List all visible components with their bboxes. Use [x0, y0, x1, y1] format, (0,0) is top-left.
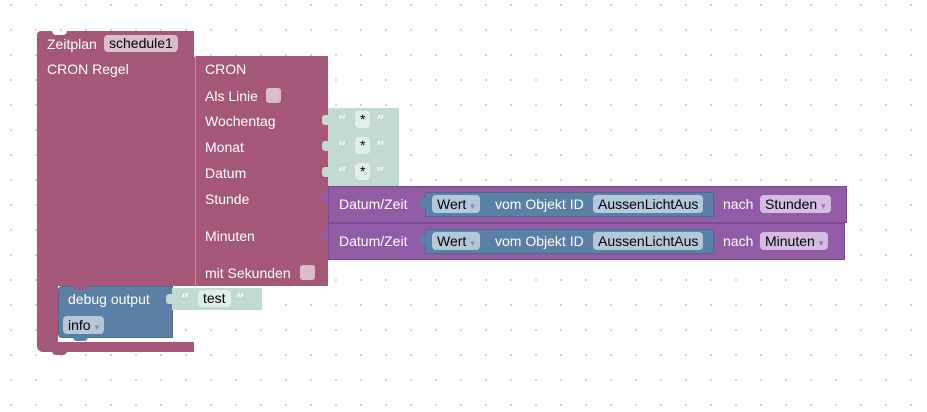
month-value-field[interactable]: *: [355, 137, 371, 154]
open-quote-icon: “: [181, 290, 190, 308]
schedule-title: Zeitplan: [47, 36, 97, 52]
object-id-field[interactable]: AussenLichtAus: [593, 232, 704, 250]
close-quote-icon: ”: [236, 290, 245, 308]
value-type-dropdown[interactable]: Wert▾: [432, 232, 480, 250]
month-label: Monat: [205, 139, 244, 155]
open-quote-icon: “: [338, 112, 347, 130]
minutes-label: Minuten: [205, 228, 255, 244]
schedule-name-field[interactable]: schedule1: [104, 35, 178, 52]
datetime-label: Datum/Zeit: [339, 196, 408, 212]
dropdown-arrow-icon: ▾: [818, 238, 824, 248]
close-quote-icon: ”: [376, 112, 385, 130]
dropdown-arrow-icon: ▾: [94, 322, 100, 332]
dropdown-arrow-icon: ▾: [821, 201, 826, 211]
hour-label: Stunde: [205, 191, 250, 207]
date-value-field[interactable]: *: [355, 163, 371, 180]
debug-output-label: debug output: [68, 291, 150, 307]
object-id-field[interactable]: AussenLichtAus: [593, 195, 704, 213]
object-id-label: vom Objekt ID: [495, 233, 584, 249]
close-quote-icon: ”: [376, 138, 385, 156]
cron-rule-label: CRON Regel: [47, 61, 129, 77]
as-line-checkbox[interactable]: [266, 88, 281, 103]
open-quote-icon: “: [338, 138, 347, 156]
log-level-dropdown[interactable]: info▾: [63, 316, 105, 334]
datetime-label: Datum/Zeit: [339, 233, 408, 249]
with-seconds-label: mit Sekunden: [205, 265, 291, 281]
close-quote-icon: ”: [376, 164, 385, 182]
cron-title: CRON: [205, 61, 247, 77]
unit-dropdown[interactable]: Stunden▾: [760, 195, 831, 213]
output-tab: [189, 63, 195, 73]
as-line-label: Als Linie: [205, 88, 258, 104]
value-type-dropdown[interactable]: Wert▾: [432, 195, 480, 213]
dropdown-arrow-icon: ▾: [470, 238, 475, 248]
debug-text-field[interactable]: test: [198, 290, 231, 307]
top-notch: [52, 31, 67, 35]
unit-dropdown[interactable]: Minuten▾: [760, 232, 829, 250]
weekday-label: Wochentag: [205, 113, 276, 129]
date-label: Datum: [205, 165, 247, 181]
after-label: nach: [723, 233, 754, 249]
after-label: nach: [723, 196, 754, 212]
with-seconds-checkbox[interactable]: [300, 265, 315, 280]
weekday-value-field[interactable]: *: [355, 111, 371, 128]
object-id-label: vom Objekt ID: [495, 196, 584, 212]
open-quote-icon: “: [338, 164, 347, 182]
dropdown-arrow-icon: ▾: [470, 201, 475, 211]
